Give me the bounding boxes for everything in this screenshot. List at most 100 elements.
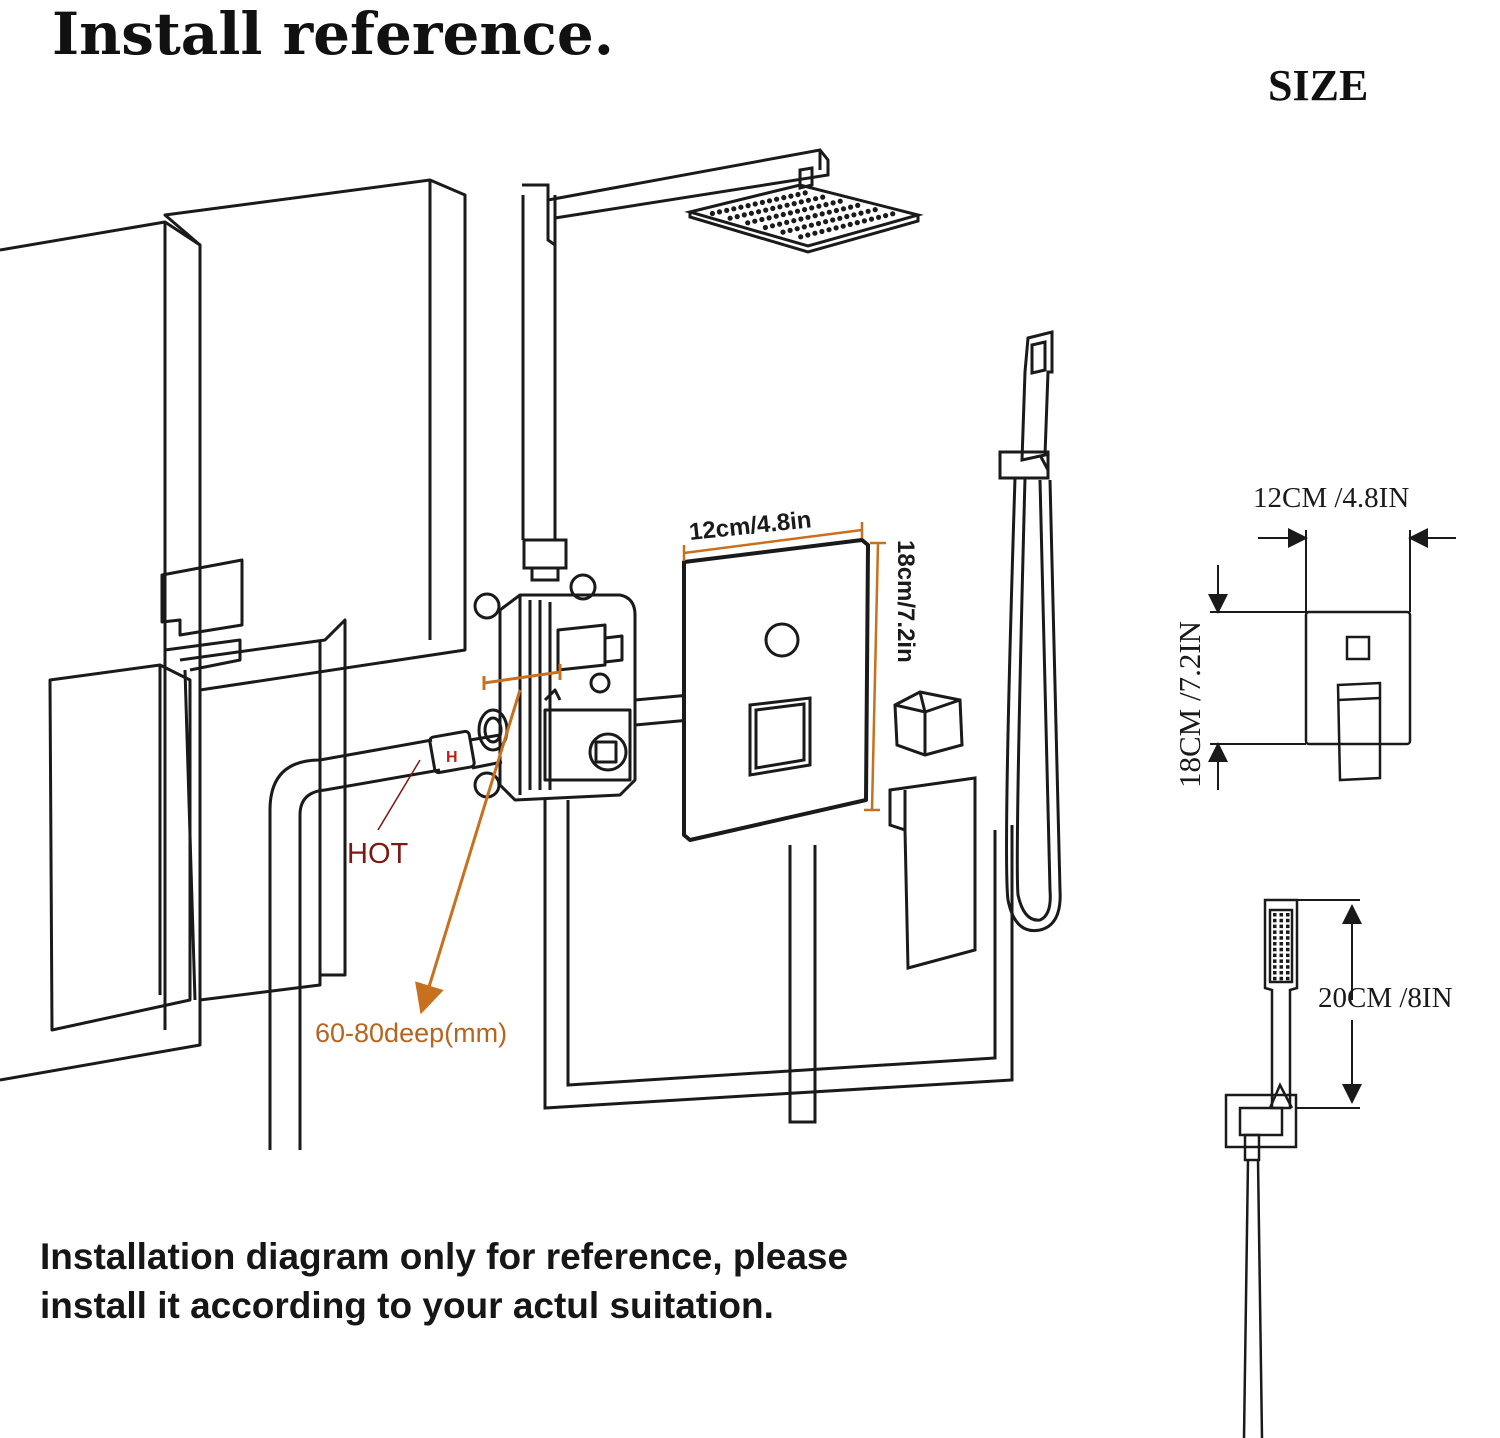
shower-head-hole [816,203,822,209]
handshower-nozzle [1286,918,1290,923]
shower-head-hole [724,207,730,213]
diverter-button [764,622,800,658]
shower-head-hole [826,209,832,215]
handshower-nozzle [1279,936,1283,940]
handshower-nozzle [1279,947,1283,952]
handshower-nozzle [1279,976,1283,981]
shower-head-hole [858,210,864,216]
shower-head-hole [745,220,751,226]
handshower-nozzle [1286,971,1290,975]
shower-head-hole [759,216,765,223]
shower-head-hole [890,211,896,217]
shower-head-hole [741,212,747,218]
shower-head-hole [752,218,758,224]
shower-head-hole [784,219,790,225]
shower-head-hole [823,219,829,225]
shower-head-hole [840,206,847,212]
shower-head-hole [830,217,836,223]
shower-head-hole [788,193,794,199]
valve-body [473,573,637,802]
handshower-nozzle [1279,965,1283,969]
handshower-nozzle [1286,913,1290,917]
panel-height-dimension [864,541,886,812]
shower-head-hole [734,214,740,220]
handshower-nozzle [1273,971,1277,975]
shower-head-hole [777,221,783,227]
size-height-dimension [1208,565,1306,790]
shower-head-hole [840,223,846,229]
shower-head-hole [872,207,878,213]
size-handshower-pattern [1273,913,1290,981]
handshower-nozzle [1273,947,1277,952]
shower-head-hole [745,203,751,209]
shower-head-hole [798,199,804,205]
shower-head-hole [798,216,804,222]
shower-head-hole [837,215,843,221]
shower-head-hole [791,218,797,224]
shower-head-hole [738,204,744,210]
hot-marker: H [446,749,458,766]
shower-head-hole [865,208,871,214]
shower-head-hole [820,194,826,200]
shower-head-hole [781,195,787,201]
shower-head-hole [819,211,825,217]
shower-head-hole [855,202,861,208]
size-width-dimension [1258,528,1456,612]
shower-head-hole [851,212,857,218]
size-width-label: 12CM /4.8IN [1253,482,1409,514]
hot-leader-line [377,759,421,831]
handshower-nozzle [1286,953,1290,958]
handshower-nozzle [1279,924,1283,929]
shower-head-hole [752,201,758,207]
handshower-nozzle [1279,918,1283,923]
shower-head-hole [805,197,812,203]
handshower-nozzle [1286,936,1290,940]
hot-water-pipe [268,729,503,1150]
installation-note: Installation diagram only for reference,… [40,1236,849,1326]
handshower-nozzle [1286,930,1290,934]
handshower-nozzle [1273,959,1277,963]
shower-head-hole [727,215,733,221]
handshower-nozzle [1273,930,1277,934]
page-title: Install reference. [52,0,614,68]
shower-head-hole [861,218,868,224]
shower-head-hole [766,198,773,204]
shower-head-hole [774,196,780,202]
handshower-nozzle [1286,959,1290,963]
handshower-nozzle [1273,924,1277,929]
shower-head-hole [815,220,822,227]
lower-pipe-frame [543,800,1014,1124]
handle-socket [748,696,812,777]
trim-plate [682,538,870,842]
handshower-nozzle [1286,942,1290,946]
shower-head-hole [833,207,840,214]
shower-head-hole [801,224,807,230]
size-length-label: 20CM /8IN [1318,982,1453,1014]
size-heading: SIZE [1268,61,1369,110]
shower-head-hole [794,208,801,214]
shower-head-hole [805,232,811,238]
shower-head-hole [848,204,854,210]
knob-cube [893,690,964,757]
panel-height-label: 18cm/7.2in [892,540,919,663]
size-length-dimension [1297,899,1362,1109]
handshower-nozzle [1286,965,1290,969]
shower-head-hole [759,199,766,205]
shower-head-hole [876,214,882,220]
handshower-nozzle [1273,965,1277,969]
panel-width-dimension [682,522,864,561]
shower-head-hole [748,210,755,216]
shower-head-hole [762,224,769,231]
shower-head-hole [791,201,797,207]
shower-head-hole [826,227,832,233]
shower-head-hole [794,226,800,232]
shower-head-hole [770,205,776,211]
shower-head-hole [868,216,875,222]
handshower-nozzle [1279,971,1283,975]
shower-head-hole [830,200,836,206]
shower-head-hole [787,210,794,216]
shower-riser [521,148,830,582]
depth-label: 60-80deep(mm) [315,1018,507,1048]
shower-head-hole [787,227,793,233]
